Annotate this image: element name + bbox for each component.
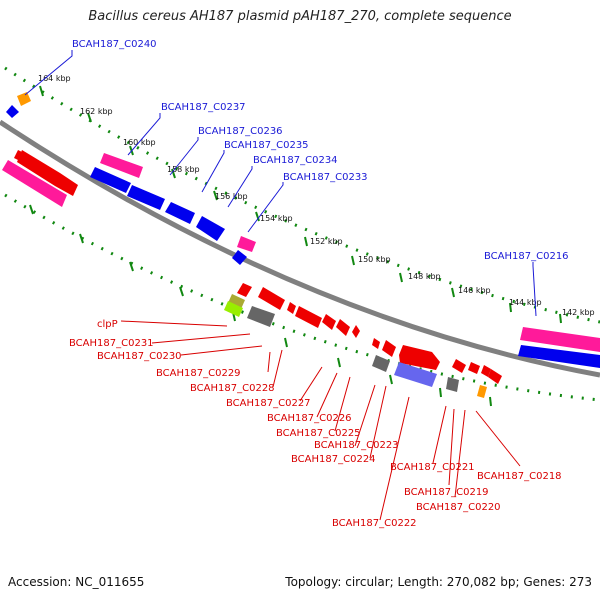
feature-red [17,150,78,196]
gene-label-bcah187-c0224: BCAH187_C0224 [291,454,376,465]
gene-label-bcah187-c0216: BCAH187_C0216 [484,251,569,262]
feature-red-small [372,338,380,349]
feature-blue [90,167,131,193]
gene-label-bcah187-c0222: BCAH187_C0222 [332,518,417,529]
gene-label-bcah187-c0230: BCAH187_C0230 [97,351,182,362]
feature-red [258,287,285,310]
gene-label-bcah187-c0229: BCAH187_C0229 [156,368,241,379]
feature-pink [100,153,143,178]
gene-label-bcah187-c0227: BCAH187_C0227 [226,398,311,409]
feature-red [295,306,322,328]
gene-label-bcah187-c0240: BCAH187_C0240 [72,39,157,50]
feature-orange-small [477,385,487,398]
feature-grey [372,355,390,372]
gene-label-bcah187-c0234: BCAH187_C0234 [253,155,338,166]
gene-label-clpp: clpP [97,319,118,330]
kbp-label: 152 kbp [310,237,343,246]
kbp-label: 150 kbp [358,255,391,264]
feature-red [237,283,252,297]
reverse-features [2,150,502,398]
feature-blue-small [232,250,247,265]
gene-label-bcah187-c0226: BCAH187_C0226 [267,413,352,424]
gene-label-bcah187-c0220: BCAH187_C0220 [416,502,501,513]
feature-pink-small [237,236,256,252]
feature-red-small [488,369,502,384]
feature-red [382,340,396,357]
feature-blue [196,216,225,241]
feature-orange [17,92,31,106]
reverse-leaders [120,320,521,521]
topology-info: Topology: circular; Length: 270,082 bp; … [285,575,592,589]
feature-red [399,345,440,370]
feature-purple [394,362,437,387]
gene-label-bcah187-c0233: BCAH187_C0233 [283,172,368,183]
forward-leaders [24,50,537,317]
kbp-label: 158 kbp [167,165,200,174]
kbp-label: 156 kbp [215,192,248,201]
feature-red [322,314,336,330]
gene-label-bcah187-c0237: BCAH187_C0237 [161,102,246,113]
feature-grey [247,306,275,327]
feature-olive [228,294,245,309]
kbp-label: 154 kbp [260,214,293,223]
gene-label-bcah187-c0221: BCAH187_C0221 [390,462,475,473]
feature-red-small [14,150,26,162]
feature-red-small [287,302,296,314]
feature-grey-small [446,377,459,392]
kbp-label: 164 kbp [38,74,71,83]
feature-red-small [481,365,491,377]
gene-label-bcah187-c0231: BCAH187_C0231 [69,338,154,349]
feature-blue [165,202,195,224]
feature-blue [518,345,600,368]
kbp-label: 146 kbp [458,286,491,295]
accession-text: Accession: NC_011655 [8,575,145,589]
feature-red-small [468,362,480,374]
kbp-label: 162 kbp [80,107,113,116]
gene-label-bcah187-c0236: BCAH187_C0236 [198,126,283,137]
feature-blue [127,185,165,210]
feature-lime [224,301,243,317]
feature-red-small [452,359,466,373]
gene-label-bcah187-c0223: BCAH187_C0223 [314,440,399,451]
gene-label-bcah187-c0235: BCAH187_C0235 [224,140,309,151]
gene-label-bcah187-c0225: BCAH187_C0225 [276,428,361,439]
feature-blue-small [6,105,19,118]
feature-pink [2,160,67,207]
kbp-label: 144 kbp [509,298,542,307]
kbp-label: 148 kbp [408,272,441,281]
forward-features [6,92,600,368]
backbone [0,119,600,378]
kbp-label: 142 kbp [562,308,595,317]
gene-label-bcah187-c0218: BCAH187_C0218 [477,471,562,482]
feature-pink [520,327,600,352]
gene-label-bcah187-c0228: BCAH187_C0228 [190,383,275,394]
feature-red-small [352,325,360,338]
map-title: Bacillus cereus AH187 plasmid pAH187_270… [88,9,512,24]
gene-label-bcah187-c0219: BCAH187_C0219 [404,487,489,498]
feature-red [336,319,350,336]
